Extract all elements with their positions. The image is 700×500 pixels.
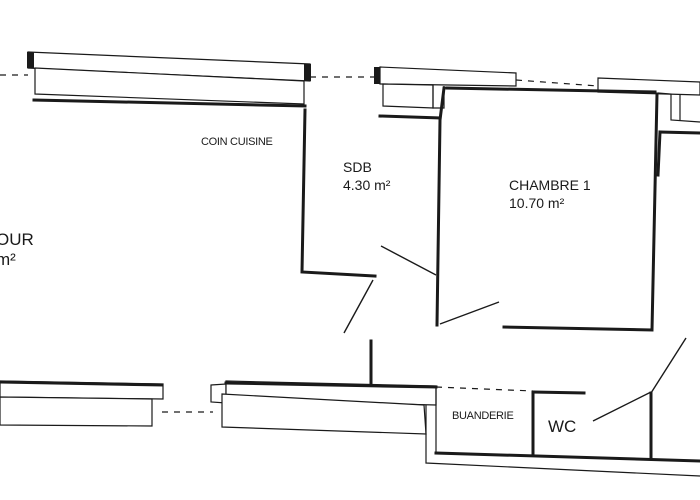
door-swings: [343, 245, 687, 422]
room-label-sdb: SDB: [343, 159, 372, 175]
window-bottom-middle: [210, 380, 438, 435]
room-label-coin-cuisine: COIN CUISINE: [201, 136, 273, 148]
window-top-sdb: [374, 66, 517, 109]
room-label-chambre-1: CHAMBRE 1: [509, 177, 591, 193]
exterior-dashed-lines: [0, 74, 599, 413]
room-area-chambre-1: 10.70 m²: [509, 195, 565, 211]
window-top-left: [27, 51, 311, 108]
room-label-buanderie: BUANDERIE: [452, 410, 513, 422]
window-bottom-left: [0, 380, 164, 427]
room-label-sejour: OUR: [0, 230, 34, 249]
window-top-right: [597, 77, 700, 123]
interior-walls: [300, 86, 700, 463]
room-label-wc: WC: [548, 417, 576, 436]
bottom-base: [425, 386, 700, 477]
room-labels: OUR m² COIN CUISINE SDB 4.30 m² CHAMBRE …: [0, 136, 591, 436]
room-area-sdb: 4.30 m²: [343, 177, 391, 193]
room-area-sejour: m²: [0, 250, 16, 269]
